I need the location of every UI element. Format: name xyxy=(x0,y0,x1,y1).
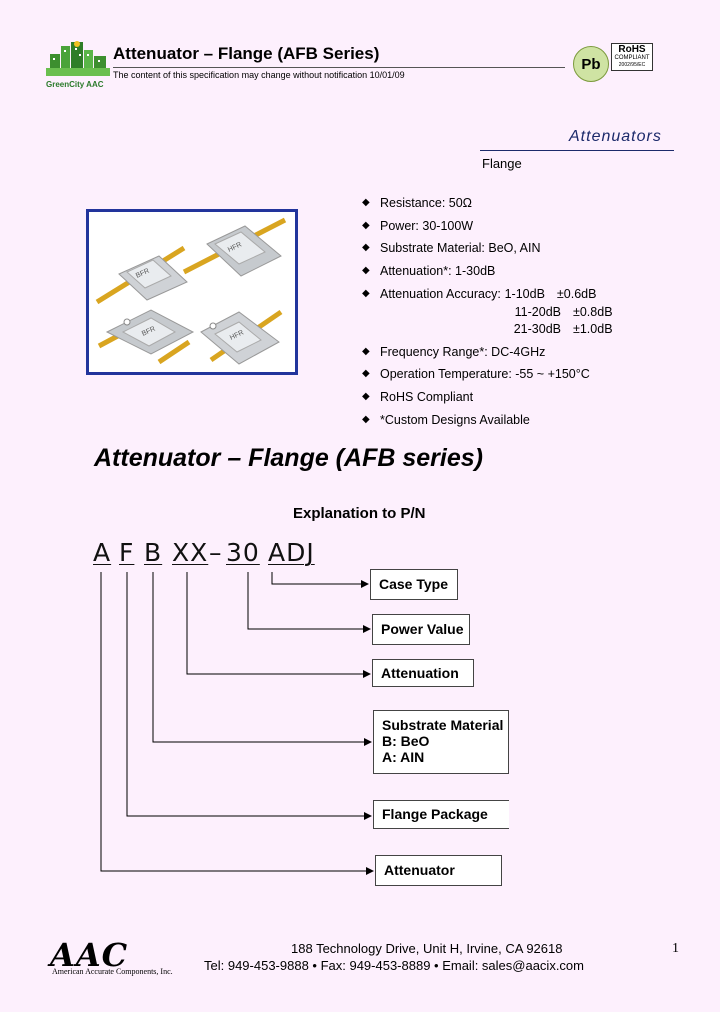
connector-case-type xyxy=(271,572,369,588)
connector-power-value xyxy=(247,572,371,633)
category-title: Attenuators xyxy=(569,128,662,145)
flange-attenuator-3: BFR xyxy=(97,309,195,365)
power-value-box: Power Value xyxy=(372,614,470,645)
feature-item: ◆ Operation Temperature: -55 ~ +150°C xyxy=(362,364,682,387)
pn-letter-a: A xyxy=(93,538,112,567)
diamond-bullet-icon: ◆ xyxy=(362,391,370,403)
rohs-badge-detail: 2002/95/EC xyxy=(618,62,646,68)
pn-case-code: ADJ xyxy=(268,538,315,567)
feature-item: ◆ Frequency Range*: DC-4GHz xyxy=(362,342,682,365)
logo-text: GreenCity AAC xyxy=(46,80,104,89)
product-photo: BFR HFR BFR HFR xyxy=(86,209,298,375)
feature-accuracy-row: 21-30dB ±1.0dB xyxy=(362,321,682,342)
attenuator-box: Attenuator xyxy=(375,855,502,886)
accuracy-value: ±0.8dB xyxy=(573,304,613,319)
accuracy-range: 21-30dB xyxy=(513,321,561,336)
aac-footer-logo: AAC xyxy=(50,936,129,974)
substrate-material-box: Substrate Material B: BeO A: AIN xyxy=(373,710,509,774)
feature-rohs: RoHS Compliant xyxy=(380,390,474,405)
feature-accuracy-row: 11-20dB ±0.8dB xyxy=(362,304,682,321)
feature-item: ◆ Substrate Material: BeO, AIN xyxy=(362,238,682,261)
substrate-option-ain: A: AIN xyxy=(382,749,425,765)
feature-item: ◆ Attenuation*: 1-30dB xyxy=(362,261,682,284)
accuracy-range: 11-20dB xyxy=(514,304,561,319)
pn-letter-f: F xyxy=(119,538,135,567)
accuracy-value: ±0.6dB xyxy=(556,286,597,301)
diamond-bullet-icon: ◆ xyxy=(362,265,370,277)
pn-letter-b: B xyxy=(144,538,163,567)
pn-attenuation-code: XX xyxy=(172,538,209,567)
diamond-bullet-icon: ◆ xyxy=(362,368,370,380)
diamond-bullet-icon: ◆ xyxy=(362,197,370,208)
product-illustration: BFR HFR BFR HFR xyxy=(89,212,295,372)
feature-attenuation: Attenuation*: 1-30dB xyxy=(380,264,496,279)
aac-company-name: American Accurate Components, Inc. xyxy=(52,967,173,976)
feature-accuracy-label: Attenuation Accuracy: xyxy=(380,286,501,301)
accuracy-range: 1-10dB xyxy=(504,286,545,301)
category-divider xyxy=(480,150,674,151)
feature-temperature: Operation Temperature: -55 ~ +150°C xyxy=(380,367,590,382)
title-divider xyxy=(113,67,565,68)
feature-item: ◆ Power: 30-100W xyxy=(362,216,682,239)
case-type-box: Case Type xyxy=(370,569,458,600)
page-number: 1 xyxy=(672,941,679,956)
category-subtitle: Flange xyxy=(482,156,522,171)
feature-custom: *Custom Designs Available xyxy=(380,412,530,427)
connector-flange xyxy=(126,572,372,820)
spec-notice: The content of this specification may ch… xyxy=(113,70,405,80)
feature-item: ◆ Resistance: 50Ω xyxy=(362,193,682,216)
attenuation-box: Attenuation xyxy=(372,659,474,687)
document-title: Attenuator – Flange (AFB Series) xyxy=(113,44,380,63)
substrate-option-beo: B: BeO xyxy=(382,733,430,749)
diamond-bullet-icon: ◆ xyxy=(362,287,370,299)
diamond-bullet-icon: ◆ xyxy=(362,345,370,357)
rohs-badge: RoHS COMPLIANT 2002/95/EC xyxy=(611,43,653,71)
substrate-box-title: Substrate Material xyxy=(382,717,504,733)
feature-list: ◆ Resistance: 50Ω ◆ Power: 30-100W ◆ Substr… xyxy=(362,193,682,433)
lead-free-badge: Pb xyxy=(573,46,609,82)
connector-substrate xyxy=(152,572,372,746)
feature-frequency: Frequency Range*: DC-4GHz xyxy=(380,344,546,359)
greencity-logo xyxy=(44,40,112,92)
diamond-bullet-icon: ◆ xyxy=(362,242,370,254)
section-title: Attenuator – Flange (AFB series) xyxy=(94,444,483,472)
explanation-heading: Explanation to P/N xyxy=(293,505,426,522)
feature-item: ◆ RoHS Compliant xyxy=(362,387,682,410)
footer-address: 188 Technology Drive, Unit H, Irvine, CA… xyxy=(291,941,563,956)
diamond-bullet-icon: ◆ xyxy=(362,219,370,231)
feature-power: Power: 30-100W xyxy=(380,218,474,233)
flange-attenuator-2: HFR xyxy=(182,217,287,277)
footer-contact: Tel: 949-453-9888 • Fax: 949-453-8889 • … xyxy=(204,958,584,973)
flange-attenuator-4: HFR xyxy=(200,309,283,365)
connector-attenuation xyxy=(186,572,371,678)
feature-resistance: Resistance: 50Ω xyxy=(380,196,473,210)
flange-package-box: Flange Package xyxy=(373,800,509,829)
diamond-bullet-icon: ◆ xyxy=(362,413,370,425)
accuracy-value: ±1.0dB xyxy=(573,321,613,336)
flange-attenuator-1: BFR xyxy=(95,245,188,305)
feature-substrate: Substrate Material: BeO, AIN xyxy=(380,241,541,256)
pn-power-code: 30 xyxy=(226,538,260,567)
feature-item: ◆ Attenuation Accuracy:1-10dB ±0.6dB xyxy=(362,284,682,304)
rohs-badge-title: RoHS xyxy=(618,44,646,55)
pn-dash: – xyxy=(209,538,223,567)
rohs-badge-sub: COMPLIANT xyxy=(614,55,650,61)
connector-attenuator xyxy=(100,572,374,875)
feature-item: ◆ *Custom Designs Available xyxy=(362,410,682,433)
